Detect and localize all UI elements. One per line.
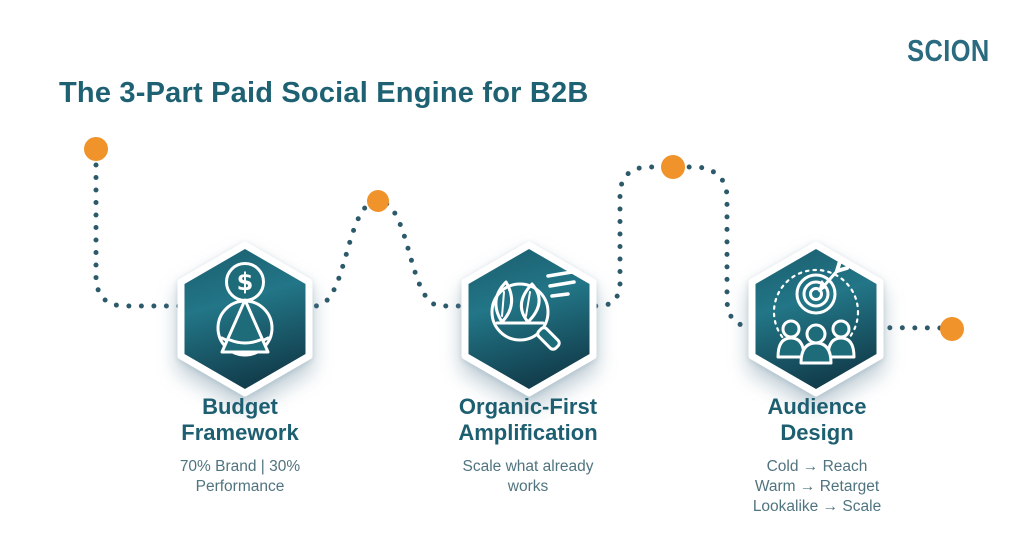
- step-subtitle-line: Cold → Reach: [766, 457, 868, 475]
- step-subtitle-line: works: [507, 477, 549, 495]
- step-label-organic-first: Organic-First Amplification Scale what a…: [408, 394, 648, 497]
- money-pie-pyramid-icon: $: [216, 262, 274, 357]
- step-label-audience-design: Audience Design Cold → Reach Warm → Reta…: [697, 394, 937, 517]
- step-title-line: Amplification: [458, 420, 598, 446]
- step-subtitle-line: Warm → Retarget: [754, 477, 880, 495]
- milestone-dot-1: [84, 137, 108, 161]
- step-subtitle: 70% Brand | 30% Performance: [120, 457, 360, 497]
- step-label-budget-framework: Budget Framework 70% Brand | 30% Perform…: [120, 394, 360, 497]
- svg-text:$: $: [237, 268, 254, 296]
- milestone-dot-4: [940, 317, 964, 341]
- step-title: Organic-First Amplification: [408, 394, 648, 447]
- step-subtitle: Scale what already works: [408, 457, 648, 497]
- step-title-line: Organic-First: [458, 394, 598, 419]
- hexagon-step-2: [461, 241, 597, 397]
- milestone-dot-3: [661, 155, 685, 179]
- target-audience-icon: [772, 259, 860, 365]
- step-title: Budget Framework: [120, 394, 360, 447]
- step-title-line: Framework: [181, 420, 299, 446]
- step-subtitle: Cold → Reach Warm → Retarget Lookalike →…: [697, 457, 937, 517]
- brand-logo-text: SCION: [907, 33, 990, 68]
- step-title-line: Design: [780, 420, 854, 446]
- hexagon-step-1: $: [177, 241, 313, 397]
- step-subtitle-line: Lookalike → Scale: [752, 498, 882, 516]
- leaf-magnifier-icon: [490, 269, 580, 351]
- page-title: The 3-Part Paid Social Engine for B2B: [59, 77, 589, 109]
- step-title: Audience Design: [697, 394, 937, 447]
- milestone-dot-2: [367, 190, 389, 212]
- hexagon-step-3: [748, 241, 884, 397]
- step-subtitle-line: 70% Brand | 30%: [179, 457, 301, 475]
- brand-logo: SCION: [889, 33, 990, 69]
- step-title-line: Budget: [202, 394, 278, 419]
- step-title-line: Audience: [767, 394, 867, 419]
- step-subtitle-line: Scale what already: [462, 457, 594, 475]
- step-subtitle-line: Performance: [195, 477, 285, 495]
